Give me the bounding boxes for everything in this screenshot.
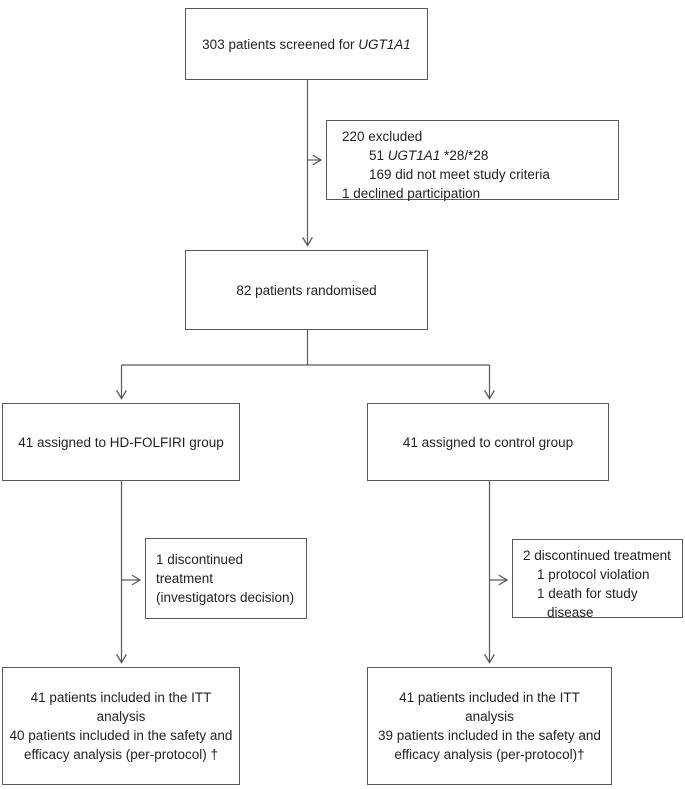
itt-right-line-3: 39 patients included in the safety and (378, 728, 601, 743)
randomised-text: 82 patients randomised (236, 282, 377, 298)
itt-right-line-4: efficacy analysis (per-protocol)† (394, 747, 585, 762)
discontinued-right-box: 2 discontinued treatment 1 protocol viol… (512, 539, 683, 620)
excluded-line-3: 169 did not meet study criteria (369, 167, 550, 182)
discontinued-left-line-3: (investigators decision) (156, 590, 295, 605)
control-text: 41 assigned to control group (402, 434, 574, 450)
excluded-line-2-prefix: 51 (369, 148, 388, 163)
discontinued-left-line-1: 1 discontinued (156, 552, 244, 567)
excluded-line-2-suffix: *28/*28 (440, 148, 489, 163)
itt-left-line-1: 41 patients included in the ITT (30, 690, 212, 705)
screened-gene-name: UGT1A1 (358, 36, 411, 52)
discontinued-left-box: 1 discontinued treatment (investigators … (145, 538, 307, 619)
excluded-line-1: 220 excluded (342, 129, 423, 144)
itt-right-line-1: 41 patients included in the ITT (399, 690, 580, 705)
control-group-box: 41 assigned to control group (367, 403, 609, 481)
itt-right-line-2: analysis (465, 709, 514, 724)
discontinued-left-line-2: treatment (156, 571, 214, 586)
screened-text: 303 patients screened for UGT1A1 (202, 35, 411, 54)
screened-text-prefix: 303 patients screened for (202, 36, 359, 52)
discontinued-right-line-1: 2 discontinued treatment (523, 548, 671, 563)
itt-left-box: 41 patients included in the ITT analysis… (2, 667, 240, 785)
itt-right-box: 41 patients included in the ITT analysis… (367, 667, 612, 785)
randomised-box: 82 patients randomised (185, 250, 428, 330)
excluded-line-2: 51 UGT1A1 *28/*28 (342, 146, 610, 165)
discontinued-right-line-2: 1 protocol violation (537, 567, 650, 582)
itt-left-line-3: 40 patients included in the safety and (9, 728, 233, 743)
screened-box: 303 patients screened for UGT1A1 (185, 8, 428, 80)
excluded-gene-name: UGT1A1 (387, 148, 441, 163)
hd-folfiri-group-box: 41 assigned to HD-FOLFIRI group (2, 403, 240, 481)
discontinued-right-line-4: disease (547, 605, 594, 620)
itt-left-line-4: efficacy analysis (per-protocol) † (23, 747, 219, 762)
hd-folfiri-text: 41 assigned to HD-FOLFIRI group (18, 434, 224, 450)
excluded-box: 220 excluded 51 UGT1A1 *28/*28 169 did n… (326, 120, 619, 201)
discontinued-right-line-3: 1 death for study (537, 586, 638, 601)
excluded-line-4: 1 declined participation (342, 186, 481, 201)
itt-left-line-2: analysis (96, 709, 146, 724)
